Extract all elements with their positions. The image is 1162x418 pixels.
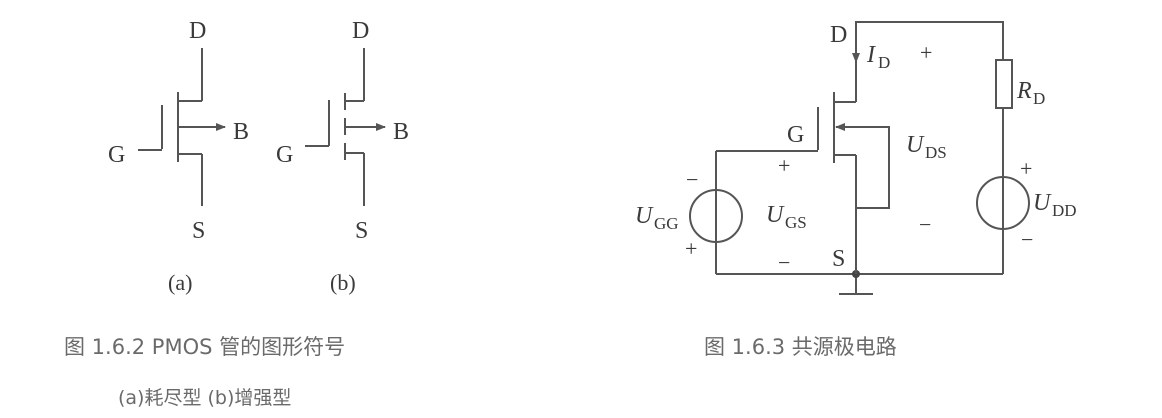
ugs-label: U — [766, 202, 785, 228]
drain-label-a: D — [189, 18, 206, 44]
uds-subscript: DS — [925, 143, 947, 162]
udd-minus-sign: − — [1021, 227, 1033, 252]
caption-fig-1-6-3: 图 1.6.3 共源极电路 — [704, 335, 897, 359]
sublabel-b: (b) — [330, 270, 356, 295]
drain-label: D — [830, 22, 847, 48]
udd-subscript: DD — [1052, 201, 1077, 220]
sublabel-a: (a) — [168, 270, 192, 295]
gate-label-a: G — [108, 142, 125, 168]
rd-subscript: D — [1033, 89, 1045, 108]
udd-label: U — [1033, 190, 1052, 216]
ugs-minus-sign: − — [778, 250, 790, 275]
ugg-minus-sign: − — [686, 167, 698, 192]
ugg-label: U — [635, 203, 654, 229]
source-label: S — [832, 246, 845, 272]
pmos-depletion-symbol: D G B S (a) — [108, 18, 249, 295]
source-label-b: S — [355, 218, 368, 244]
caption-fig-1-6-2: 图 1.6.2 PMOS 管的图形符号 — [64, 335, 345, 359]
id-subscript: D — [878, 53, 890, 72]
pmos-enhancement-symbol: D G B S (b) — [276, 18, 409, 295]
gate-label: G — [787, 122, 804, 148]
common-source-circuit — [689, 21, 1030, 295]
bulk-label-b: B — [393, 119, 409, 145]
ugg-plus-sign: + — [685, 236, 697, 261]
resistor-rd — [995, 59, 1013, 109]
id-label: I — [866, 42, 876, 68]
uds-minus-sign: − — [919, 212, 931, 237]
ugg-subscript: GG — [654, 214, 679, 233]
uds-plus-sign: + — [920, 40, 932, 65]
drain-label-b: D — [352, 18, 369, 44]
uds-label: U — [906, 132, 925, 158]
ugs-plus-sign: + — [778, 153, 790, 178]
subcaption-fig-1-6-2: (a)耗尽型 (b)增强型 — [118, 387, 291, 409]
bulk-label-a: B — [233, 119, 249, 145]
gate-label-b: G — [276, 142, 293, 168]
udd-plus-sign: + — [1020, 156, 1032, 181]
ugs-subscript: GS — [785, 213, 807, 232]
voltage-source-ugg — [689, 189, 743, 243]
source-label-a: S — [192, 218, 205, 244]
rd-label: R — [1016, 78, 1032, 104]
